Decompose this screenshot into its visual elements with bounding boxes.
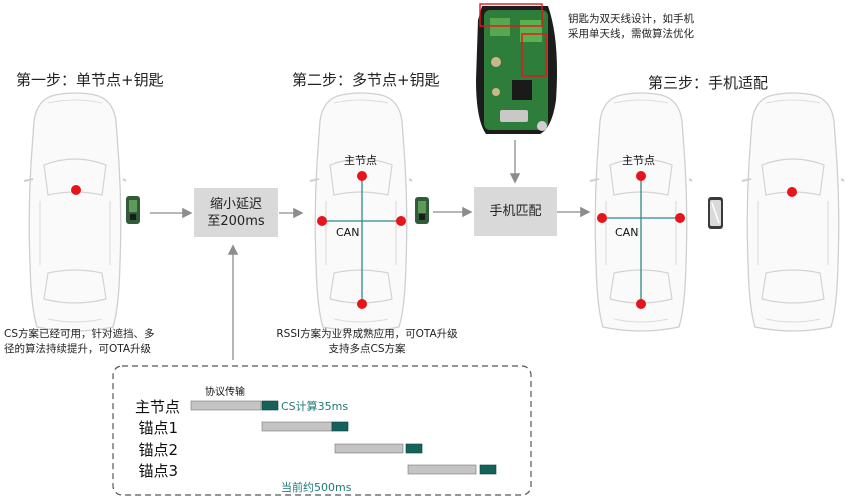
- rssi-note-line1: RSSI方案为业界成熟应用，可OTA升级: [276, 328, 458, 340]
- row-anchor-2: 锚点2: [138, 441, 178, 459]
- timing-bars: [190, 400, 497, 475]
- car-2: [309, 92, 413, 332]
- rssi-note: RSSI方案为业界成熟应用，可OTA升级 支持多点CS方案: [270, 327, 464, 357]
- can-label-car2: CAN: [336, 226, 360, 239]
- rssi-note-line2: 支持多点CS方案: [328, 343, 406, 355]
- cs-calc-label: CS计算35ms: [281, 400, 349, 413]
- row-anchor-1: 锚点1: [138, 419, 178, 437]
- main-node-label-car2: 主节点: [344, 154, 377, 167]
- cs-note: CS方案已经可用，针对遮挡、多 径的算法持续提升，可OTA升级: [4, 327, 155, 357]
- key-board-photo: [476, 3, 557, 134]
- row-main-node: 主节点: [134, 398, 180, 416]
- car3-network: [597, 171, 685, 309]
- key-fob-icon: [415, 197, 429, 224]
- main-node-label-car3: 主节点: [622, 154, 655, 167]
- step2-title: 第二步：多节点+钥匙: [292, 71, 440, 89]
- key-note-line2: 采用单天线，需做算法优化: [568, 28, 694, 40]
- phone-match-box: 手机匹配: [474, 187, 557, 236]
- node-car1-center: [71, 185, 81, 195]
- node-car4-center: [787, 187, 797, 197]
- protocol-label: 协议传输: [205, 387, 245, 398]
- reduce-delay-box: 缩小延迟 至200ms: [194, 188, 278, 237]
- timing-container: [112, 365, 532, 496]
- key-note-line1: 钥匙为双天线设计，如手机: [568, 13, 694, 25]
- car-1: [23, 92, 127, 332]
- key-fob-icon: [126, 196, 140, 224]
- phone-icon: [708, 197, 723, 229]
- cs-note-line2: 径的算法持续提升，可OTA升级: [4, 343, 152, 355]
- car-4: [741, 92, 845, 332]
- current-label: 当前约500ms: [281, 481, 352, 494]
- row-anchor-3: 锚点3: [138, 462, 178, 480]
- step3-title: 第三步：手机适配: [648, 74, 769, 92]
- key-note: 钥匙为双天线设计，如手机 采用单天线，需做算法优化: [568, 12, 694, 42]
- car2-network: [317, 171, 406, 309]
- can-label-car3: CAN: [615, 226, 639, 239]
- cs-note-line1: CS方案已经可用，针对遮挡、多: [4, 328, 155, 340]
- flow-arrows: [150, 140, 591, 360]
- step1-title: 第一步：单节点+钥匙: [16, 71, 164, 89]
